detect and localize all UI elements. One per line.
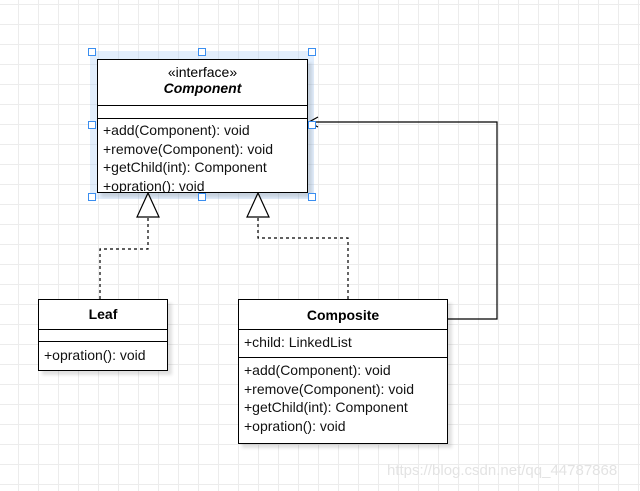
composite-association [307, 116, 498, 320]
attribute: +child: LinkedList [244, 334, 352, 350]
resize-handle[interactable] [198, 48, 206, 56]
operation: +opration(): void [103, 177, 205, 193]
resize-handle[interactable] [308, 121, 316, 129]
operation: +remove(Component): void [244, 380, 415, 397]
composite-realization [246, 191, 349, 299]
operation: +getChild(int): Component [244, 399, 408, 415]
class-header: «interface» Component [98, 60, 307, 106]
resize-handle[interactable] [88, 121, 96, 129]
stereotype: «interface» [167, 64, 238, 80]
leaf-class[interactable]: Leaf +opration(): void [38, 299, 168, 371]
operation: +getChild(int): Component [103, 159, 267, 175]
operation: +add(Component): void [244, 362, 391, 378]
operations-section: +opration(): void [39, 342, 167, 365]
resize-handle[interactable] [88, 193, 96, 201]
operation: +opration(): void [244, 417, 346, 434]
operation: +opration(): void [44, 347, 146, 363]
leaf-realization [99, 191, 160, 299]
operation: +add(Component): void [103, 122, 250, 138]
class-name: Component [163, 80, 242, 96]
operations-section: +add(Component): void +remove(Component)… [239, 358, 447, 435]
class-name: Composite [239, 300, 447, 330]
resize-handle[interactable] [308, 48, 316, 56]
attributes-section [98, 106, 307, 119]
watermark: https://blog.csdn.net/qq_44787868 [387, 462, 618, 479]
attributes-section: +child: LinkedList [239, 330, 447, 358]
composite-class[interactable]: Composite +child: LinkedList +add(Compon… [238, 299, 448, 444]
operations-section: +add(Component): void +remove(Component)… [98, 119, 307, 192]
resize-handle[interactable] [198, 193, 206, 201]
class-name: Leaf [39, 300, 167, 330]
component-class[interactable]: «interface» Component +add(Component): v… [97, 59, 308, 193]
resize-handle[interactable] [88, 48, 96, 56]
resize-handle[interactable] [308, 193, 316, 201]
operation: +remove(Component): void [103, 140, 274, 157]
attributes-section [39, 330, 167, 342]
